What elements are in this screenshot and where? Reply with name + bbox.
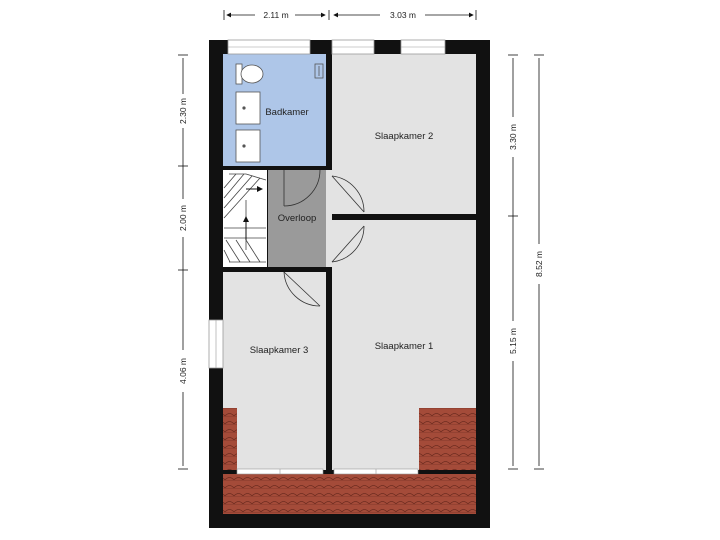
wall-bath-landing xyxy=(223,166,332,170)
roof-tiles-left xyxy=(223,408,237,470)
dimension-label-left-upper: 2.30 m xyxy=(178,98,188,124)
dimension-label-top-left: 2.11 m xyxy=(263,10,288,20)
window-top-bath xyxy=(227,39,311,55)
room-slaapkamer-2 xyxy=(332,54,476,214)
room-label-slaapkamer-1: Slaapkamer 1 xyxy=(375,341,434,352)
door-bedroom3 xyxy=(283,271,321,307)
room-label-slaapkamer-3: Slaapkamer 3 xyxy=(250,345,309,356)
sink-icon xyxy=(235,91,261,125)
window-bottom-bedroom1 xyxy=(333,468,419,475)
dimension-label-top-right: 3.03 m xyxy=(390,10,416,20)
dimension-label-right-lower: 5.15 m xyxy=(508,328,518,354)
wall-bedroom3-bedroom1 xyxy=(326,267,332,470)
roof-tiles-right xyxy=(419,408,476,470)
shower-tap-icon xyxy=(314,63,324,79)
door-bathroom xyxy=(283,169,321,207)
sink-icon xyxy=(235,129,261,163)
hall-strip xyxy=(326,170,332,267)
room-label-badkamer: Badkamer xyxy=(265,107,308,118)
window-top-bedroom2-a xyxy=(331,39,375,55)
roof-tiles-bottom xyxy=(223,474,476,514)
toilet-icon xyxy=(235,63,264,85)
dimension-label-right-upper: 3.30 m xyxy=(508,124,518,150)
dimension-top-right xyxy=(328,10,477,20)
dimension-label-right-total: 8.52 m xyxy=(534,251,544,277)
dimension-label-left-lower: 4.06 m xyxy=(178,358,188,384)
window-top-bedroom2-b xyxy=(400,39,446,55)
window-left-bedroom3 xyxy=(208,319,224,369)
wall-bath-bedroom2 xyxy=(326,54,332,170)
room-label-slaapkamer-2: Slaapkamer 2 xyxy=(375,131,434,142)
room-slaapkamer-3 xyxy=(223,272,326,470)
room-label-overloop: Overloop xyxy=(278,213,317,224)
wall-bedroom2-bedroom1 xyxy=(332,214,476,220)
door-bedroom1 xyxy=(331,225,365,263)
window-bottom-bedroom3 xyxy=(236,468,324,475)
wall-landing-bedroom3 xyxy=(223,267,326,272)
door-bedroom2 xyxy=(331,175,365,213)
dimension-top-left xyxy=(223,10,326,20)
dimension-label-left-middle: 2.00 m xyxy=(178,205,188,231)
